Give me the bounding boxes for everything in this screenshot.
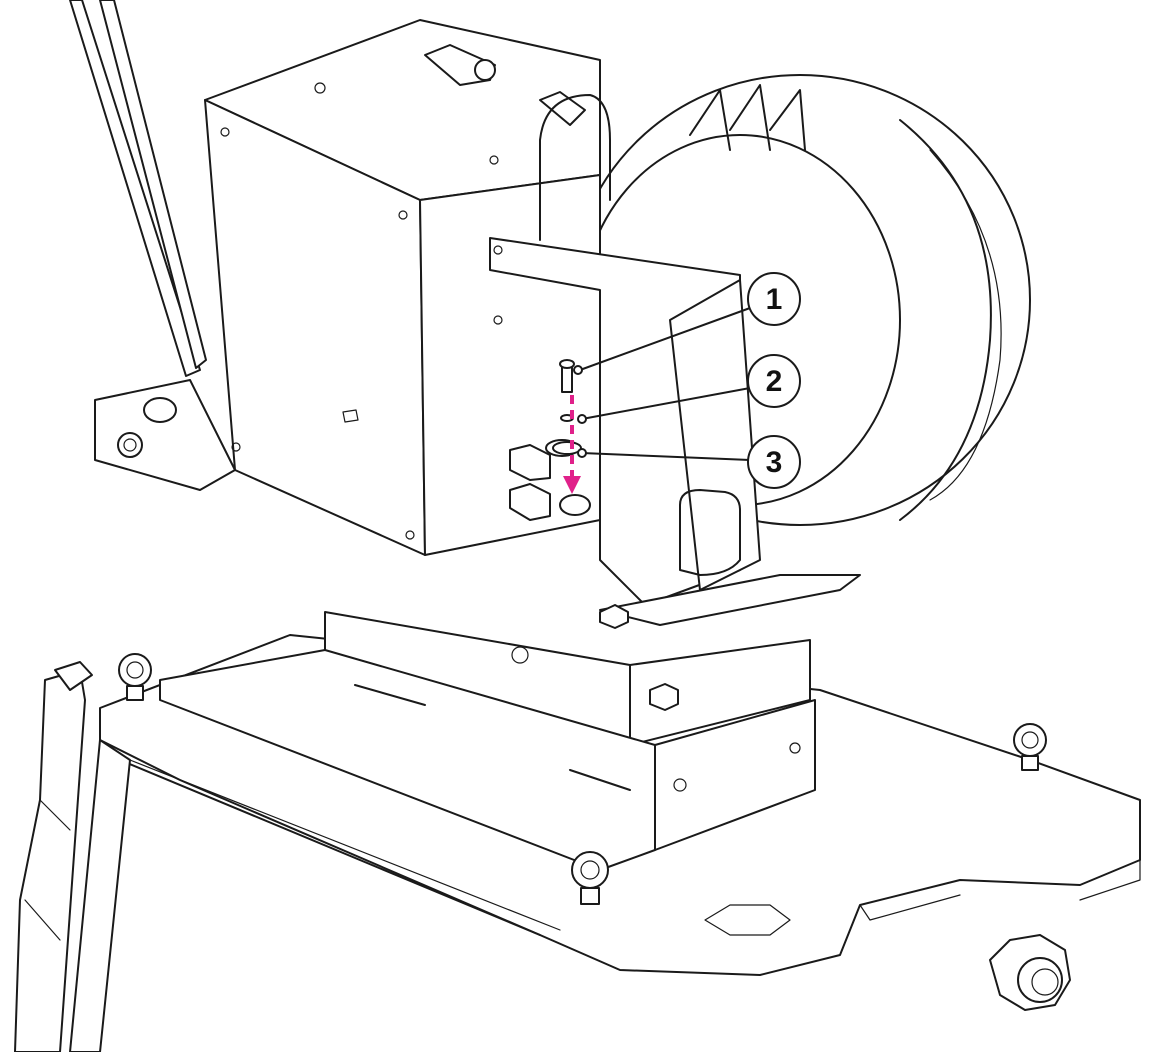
support-block [159, 611, 816, 871]
callout-2: 2 [577, 354, 801, 424]
mounting-bracket [489, 237, 761, 606]
cutout-hole [704, 904, 791, 936]
frame-leg-left [14, 661, 131, 1052]
flat-washer-part [552, 441, 582, 455]
cable-gland [989, 934, 1071, 1011]
eye-bolt-left [118, 653, 152, 701]
callout-3: 3 [577, 435, 801, 489]
callout-3-number: 3 [766, 446, 783, 479]
top-clamp [424, 44, 611, 241]
callout-1: 1 [573, 272, 801, 375]
callout-2-number: 2 [766, 365, 783, 398]
lower-mount-plate [599, 574, 861, 629]
pivot-assembly [94, 379, 236, 491]
assembly-arrow [563, 395, 581, 494]
callout-1-number: 1 [766, 283, 783, 316]
screw-part [559, 359, 575, 393]
eye-bolt-front [571, 851, 609, 905]
motor-housing [204, 19, 601, 556]
eye-bolt-right [1013, 723, 1047, 771]
handle-left [69, 0, 207, 377]
